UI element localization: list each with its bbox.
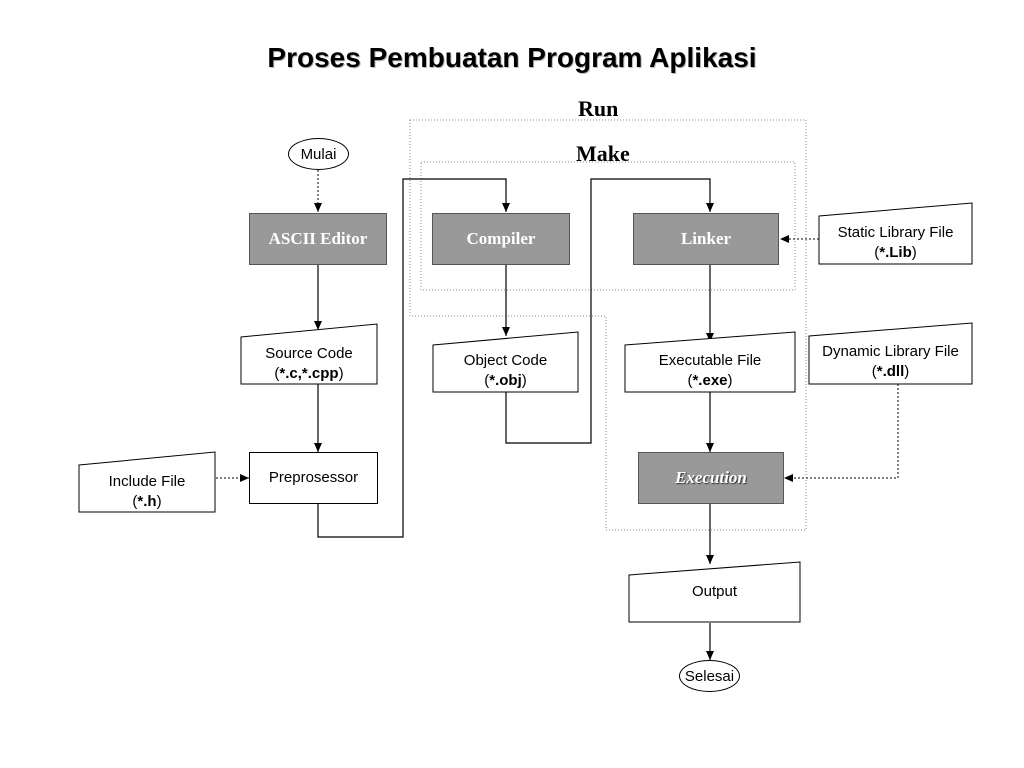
end-node-selesai: Selesai [679,660,740,692]
source-code-node: Source Code (*.c,*.cpp) [241,344,377,384]
include-file-label: Include File [108,473,186,490]
static-open-paren: ( [874,244,880,261]
object-code-label: Object Code [463,352,548,369]
source-code-shape [240,323,378,385]
include-close-paren: ) [156,493,162,510]
make-group-border [420,161,796,291]
static-library-ext-line: (*.Lib) [819,243,972,263]
static-library-ext: *.Lib [879,244,912,261]
include-file-shape [78,451,216,513]
object-code-shape [432,331,579,393]
output-shape [628,561,801,623]
object-code-ext: *.obj [489,372,522,389]
source-code-ext: *.c,*.cpp [279,365,339,382]
static-close-paren: ) [911,244,917,261]
include-file-node: Include File (*.h) [79,472,215,512]
executable-file-shape [624,331,796,393]
execution-node: Execution [638,452,784,504]
object-code-open-paren: ( [484,372,490,389]
edge-object-linker [505,178,714,444]
source-code-ext-line: (*.c,*.cpp) [241,364,377,384]
dynamic-library-node: Dynamic Library File (*.dll) [809,342,972,382]
include-file-ext: *.h [137,493,157,510]
include-file-ext-line: (*.h) [79,492,215,512]
output-node: Output [691,583,738,600]
run-group-border [409,119,807,531]
dynamic-library-label: Dynamic Library File [822,343,959,360]
dynamic-library-ext-line: (*.dll) [809,362,972,382]
linker-node: Linker [633,213,779,265]
make-group-label: Make [576,141,630,166]
run-group-label: Run [578,96,619,121]
ascii-editor-node: ASCII Editor [249,213,387,265]
static-library-label: Static Library File [837,224,954,241]
source-code-label: Source Code [265,345,353,362]
source-code-close-paren: ) [338,365,344,382]
dynamic-library-shape [808,322,973,385]
object-code-node: Object Code (*.obj) [433,351,578,391]
static-library-shape [818,202,973,265]
dynamic-library-ext: *.dll [876,363,905,380]
executable-file-ext-line: (*.exe) [625,371,795,391]
edge-preprosessor-compiler [317,178,510,538]
source-code-open-paren: ( [274,365,280,382]
executable-file-ext: *.exe [692,372,728,389]
start-node-mulai: Mulai [288,138,349,170]
executable-close-paren: ) [727,372,733,389]
dynamic-open-paren: ( [871,363,877,380]
executable-file-node: Executable File (*.exe) [625,351,795,391]
executable-file-label: Executable File [658,352,762,369]
compiler-node: Compiler [432,213,570,265]
include-open-paren: ( [132,493,138,510]
page-title: Proses Pembuatan Program Aplikasi [267,42,757,73]
static-library-node: Static Library File (*.Lib) [819,223,972,263]
executable-open-paren: ( [687,372,693,389]
object-code-ext-line: (*.obj) [433,371,578,391]
object-code-close-paren: ) [521,372,527,389]
preprosessor-node: Preprosessor [249,452,378,504]
edge-dynamic-execution [784,384,899,482]
dynamic-close-paren: ) [904,363,910,380]
preprosessor-label: Preprosessor [268,469,359,486]
